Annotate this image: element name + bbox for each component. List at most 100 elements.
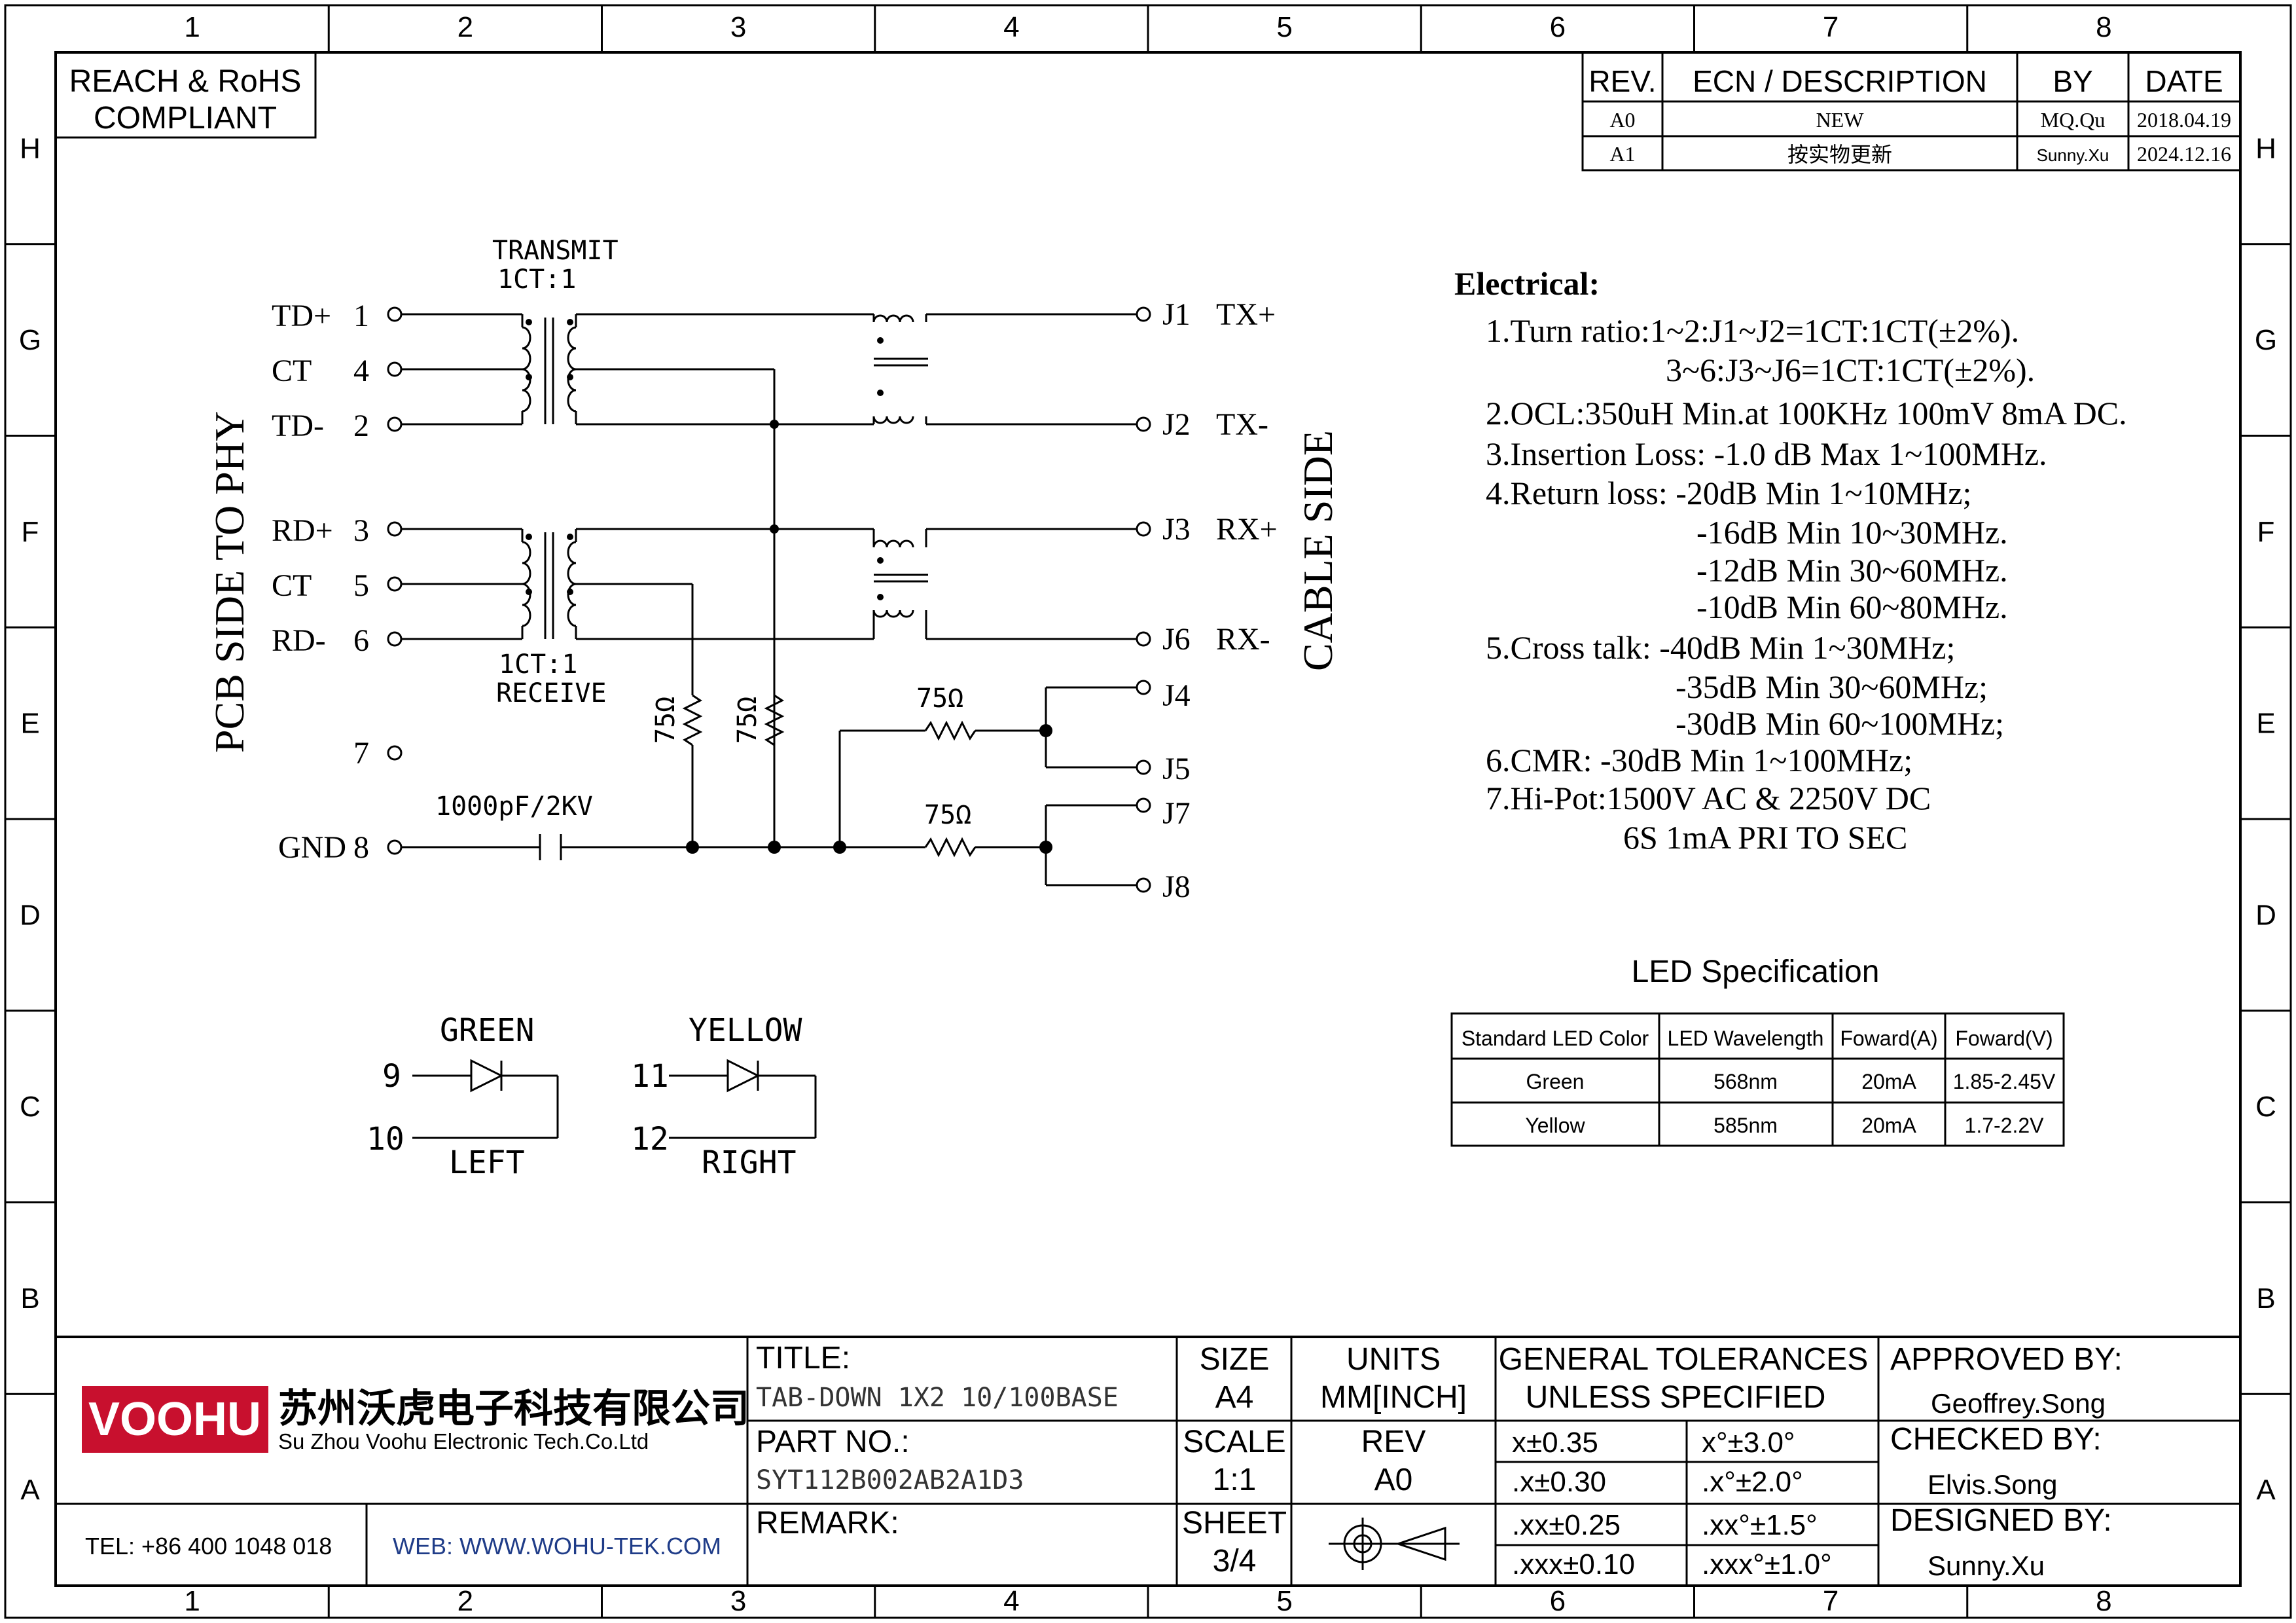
- receive-transformer: [401, 528, 874, 687]
- pin-5-num: 5: [353, 568, 369, 603]
- company-web: WEB: WWW.WOHU-TEK.COM: [393, 1533, 721, 1559]
- column-label: 8: [2096, 1585, 2111, 1617]
- electrical-line-6: -16dB Min 10~30MHz.: [1696, 514, 2008, 551]
- row-label: D: [2255, 899, 2276, 931]
- sheet-value: 3/4: [1213, 1544, 1257, 1578]
- yellow-led-pin-b: 12: [631, 1121, 669, 1158]
- pin-j3-name: RX+: [1216, 512, 1278, 547]
- row-label: E: [20, 708, 39, 740]
- designed-label: DESIGNED BY:: [1890, 1503, 2112, 1538]
- title-block: VOOHU 苏州沃虎电子科技有限公司 Su Zhou Voohu Electro…: [56, 1336, 2240, 1586]
- led-spec-header-wavelength: LED Wavelength: [1668, 1027, 1824, 1050]
- rev-label: REV: [1361, 1425, 1426, 1459]
- rev-row0-date: 2018.04.19: [2137, 108, 2231, 132]
- column-label: 8: [2096, 11, 2111, 43]
- pin-j1-name: TX+: [1216, 297, 1276, 332]
- green-led-label: GREEN: [440, 1012, 535, 1049]
- pin-rd-minus-name: RD-: [272, 623, 326, 658]
- part-value: SYT112B002AB2A1D3: [756, 1465, 1024, 1495]
- row-label: D: [20, 899, 41, 931]
- column-label: 7: [1823, 11, 1839, 43]
- green-led-pin-b: 10: [367, 1121, 404, 1158]
- rx-common-mode-choke: [872, 528, 1137, 640]
- column-label: 7: [1823, 1585, 1839, 1617]
- pin-rd-plus-name: RD+: [272, 513, 333, 548]
- row-label: C: [20, 1091, 41, 1123]
- tolerance-angle-2: .x°±2.0°: [1702, 1466, 1803, 1498]
- column-label: 4: [1003, 1585, 1019, 1617]
- pin-j2-name: TX-: [1216, 407, 1268, 442]
- tolerance-linear-2: .x±0.30: [1512, 1466, 1606, 1498]
- pin-td-plus-name: TD+: [272, 299, 331, 333]
- electrical-notes: Electrical: 1.Turn ratio:1~2:J1~J2=1CT:1…: [1454, 265, 2127, 856]
- pin-td-minus-name: TD-: [272, 409, 324, 443]
- rev-row0-rev: A0: [1609, 108, 1635, 132]
- resistor-r4-value: 75Ω: [924, 800, 971, 830]
- led-spec-green-wavelength: 568nm: [1713, 1070, 1778, 1093]
- electrical-line-1: 1.Turn ratio:1~2:J1~J2=1CT:1CT(±2%).: [1486, 312, 2019, 349]
- electrical-line-4: 3.Insertion Loss: -1.0 dB Max 1~100MHz.: [1486, 435, 2047, 472]
- compliance-line2: COMPLIANT: [94, 101, 277, 136]
- company-logo: VOOHU: [82, 1386, 268, 1453]
- designed-value: Sunny.Xu: [1928, 1550, 2045, 1581]
- electrical-line-14: 6S 1mA PRI TO SEC: [1623, 819, 1907, 856]
- resistor-r2-value: 75Ω: [732, 697, 762, 744]
- pin-4-num: 4: [353, 354, 369, 388]
- rev-row0-by: MQ.Qu: [2041, 108, 2106, 132]
- company-name-cn: 苏州沃虎电子科技有限公司: [278, 1387, 749, 1431]
- led-spec-yellow-voltage: 1.7-2.2V: [1965, 1114, 2045, 1137]
- led-spec-green-color: Green: [1526, 1070, 1585, 1093]
- row-label: A: [20, 1474, 40, 1506]
- receive-ratio: 1CT:1: [499, 649, 577, 680]
- led-spec-green-voltage: 1.85-2.45V: [1953, 1070, 2056, 1093]
- pcb-side-label: PCB SIDE TO PHY: [206, 411, 253, 753]
- tolerance-angle-4: .xxx°±1.0°: [1702, 1548, 1832, 1580]
- pin-ct-tx-name: CT: [272, 354, 312, 388]
- row-label: C: [2255, 1091, 2276, 1123]
- pin-j1-id: J1: [1162, 297, 1191, 332]
- company-tel: TEL: +86 400 1048 018: [85, 1533, 332, 1559]
- yellow-led: [669, 1059, 817, 1139]
- column-label: 6: [1550, 1585, 1566, 1617]
- scale-label: SCALE: [1183, 1425, 1285, 1459]
- pin-j6-name: RX-: [1216, 622, 1270, 657]
- pin-j4-id: J4: [1162, 678, 1191, 713]
- led-spec-yellow-current: 20mA: [1861, 1114, 1916, 1137]
- compliance-box: REACH & RoHS COMPLIANT: [54, 51, 317, 139]
- rev-header-rev: REV.: [1588, 64, 1656, 98]
- led-spec-header-current: Foward(A): [1840, 1027, 1937, 1050]
- tolerance-linear-3: .xx±0.25: [1512, 1509, 1621, 1541]
- column-label: 4: [1003, 11, 1019, 43]
- yellow-led-side: RIGHT: [702, 1144, 797, 1181]
- led-spec-yellow-color: Yellow: [1525, 1114, 1585, 1137]
- pin-ct-rx-name: CT: [272, 568, 312, 603]
- company-name-en: Su Zhou Voohu Electronic Tech.Co.Ltd: [278, 1429, 649, 1453]
- yellow-led-label: YELLOW: [689, 1012, 802, 1049]
- electrical-title: Electrical:: [1454, 265, 1600, 302]
- electrical-line-11: -30dB Min 60~100MHz;: [1676, 705, 2004, 742]
- electrical-line-5: 4.Return loss: -20dB Min 1~10MHz;: [1486, 475, 1971, 511]
- left-pin-terminals: [387, 306, 403, 855]
- rev-row1-rev: A1: [1609, 142, 1635, 166]
- row-label: G: [2255, 324, 2277, 356]
- electrical-line-10: -35dB Min 30~60MHz;: [1676, 668, 1988, 705]
- transmit-transformer: [401, 313, 874, 847]
- led-spec-table: LED Specification Standard LED Color LED…: [1450, 955, 2065, 1147]
- led-spec-yellow-wavelength: 585nm: [1713, 1114, 1778, 1137]
- tx-common-mode-choke: [872, 313, 1137, 426]
- column-label: 5: [1276, 11, 1292, 43]
- green-led-side: LEFT: [449, 1144, 525, 1181]
- cable-side-label: CABLE SIDE: [1295, 430, 1341, 671]
- rev-row1-by: Sunny.Xu: [2037, 145, 2109, 165]
- rev-row1-date: 2024.12.16: [2137, 142, 2231, 166]
- third-angle-projection-icon: [1329, 1518, 1460, 1570]
- pin-2-num: 2: [353, 409, 369, 443]
- tolerance-linear-1: x±0.35: [1512, 1427, 1598, 1459]
- size-label: SIZE: [1200, 1342, 1270, 1377]
- title-label: TITLE:: [756, 1341, 850, 1376]
- transmit-ratio: 1CT:1: [497, 264, 576, 295]
- right-pin-terminals: [1136, 306, 1151, 893]
- units-value: MM[INCH]: [1320, 1380, 1467, 1415]
- electrical-line-12: 6.CMR: -30dB Min 1~100MHz;: [1486, 742, 1912, 778]
